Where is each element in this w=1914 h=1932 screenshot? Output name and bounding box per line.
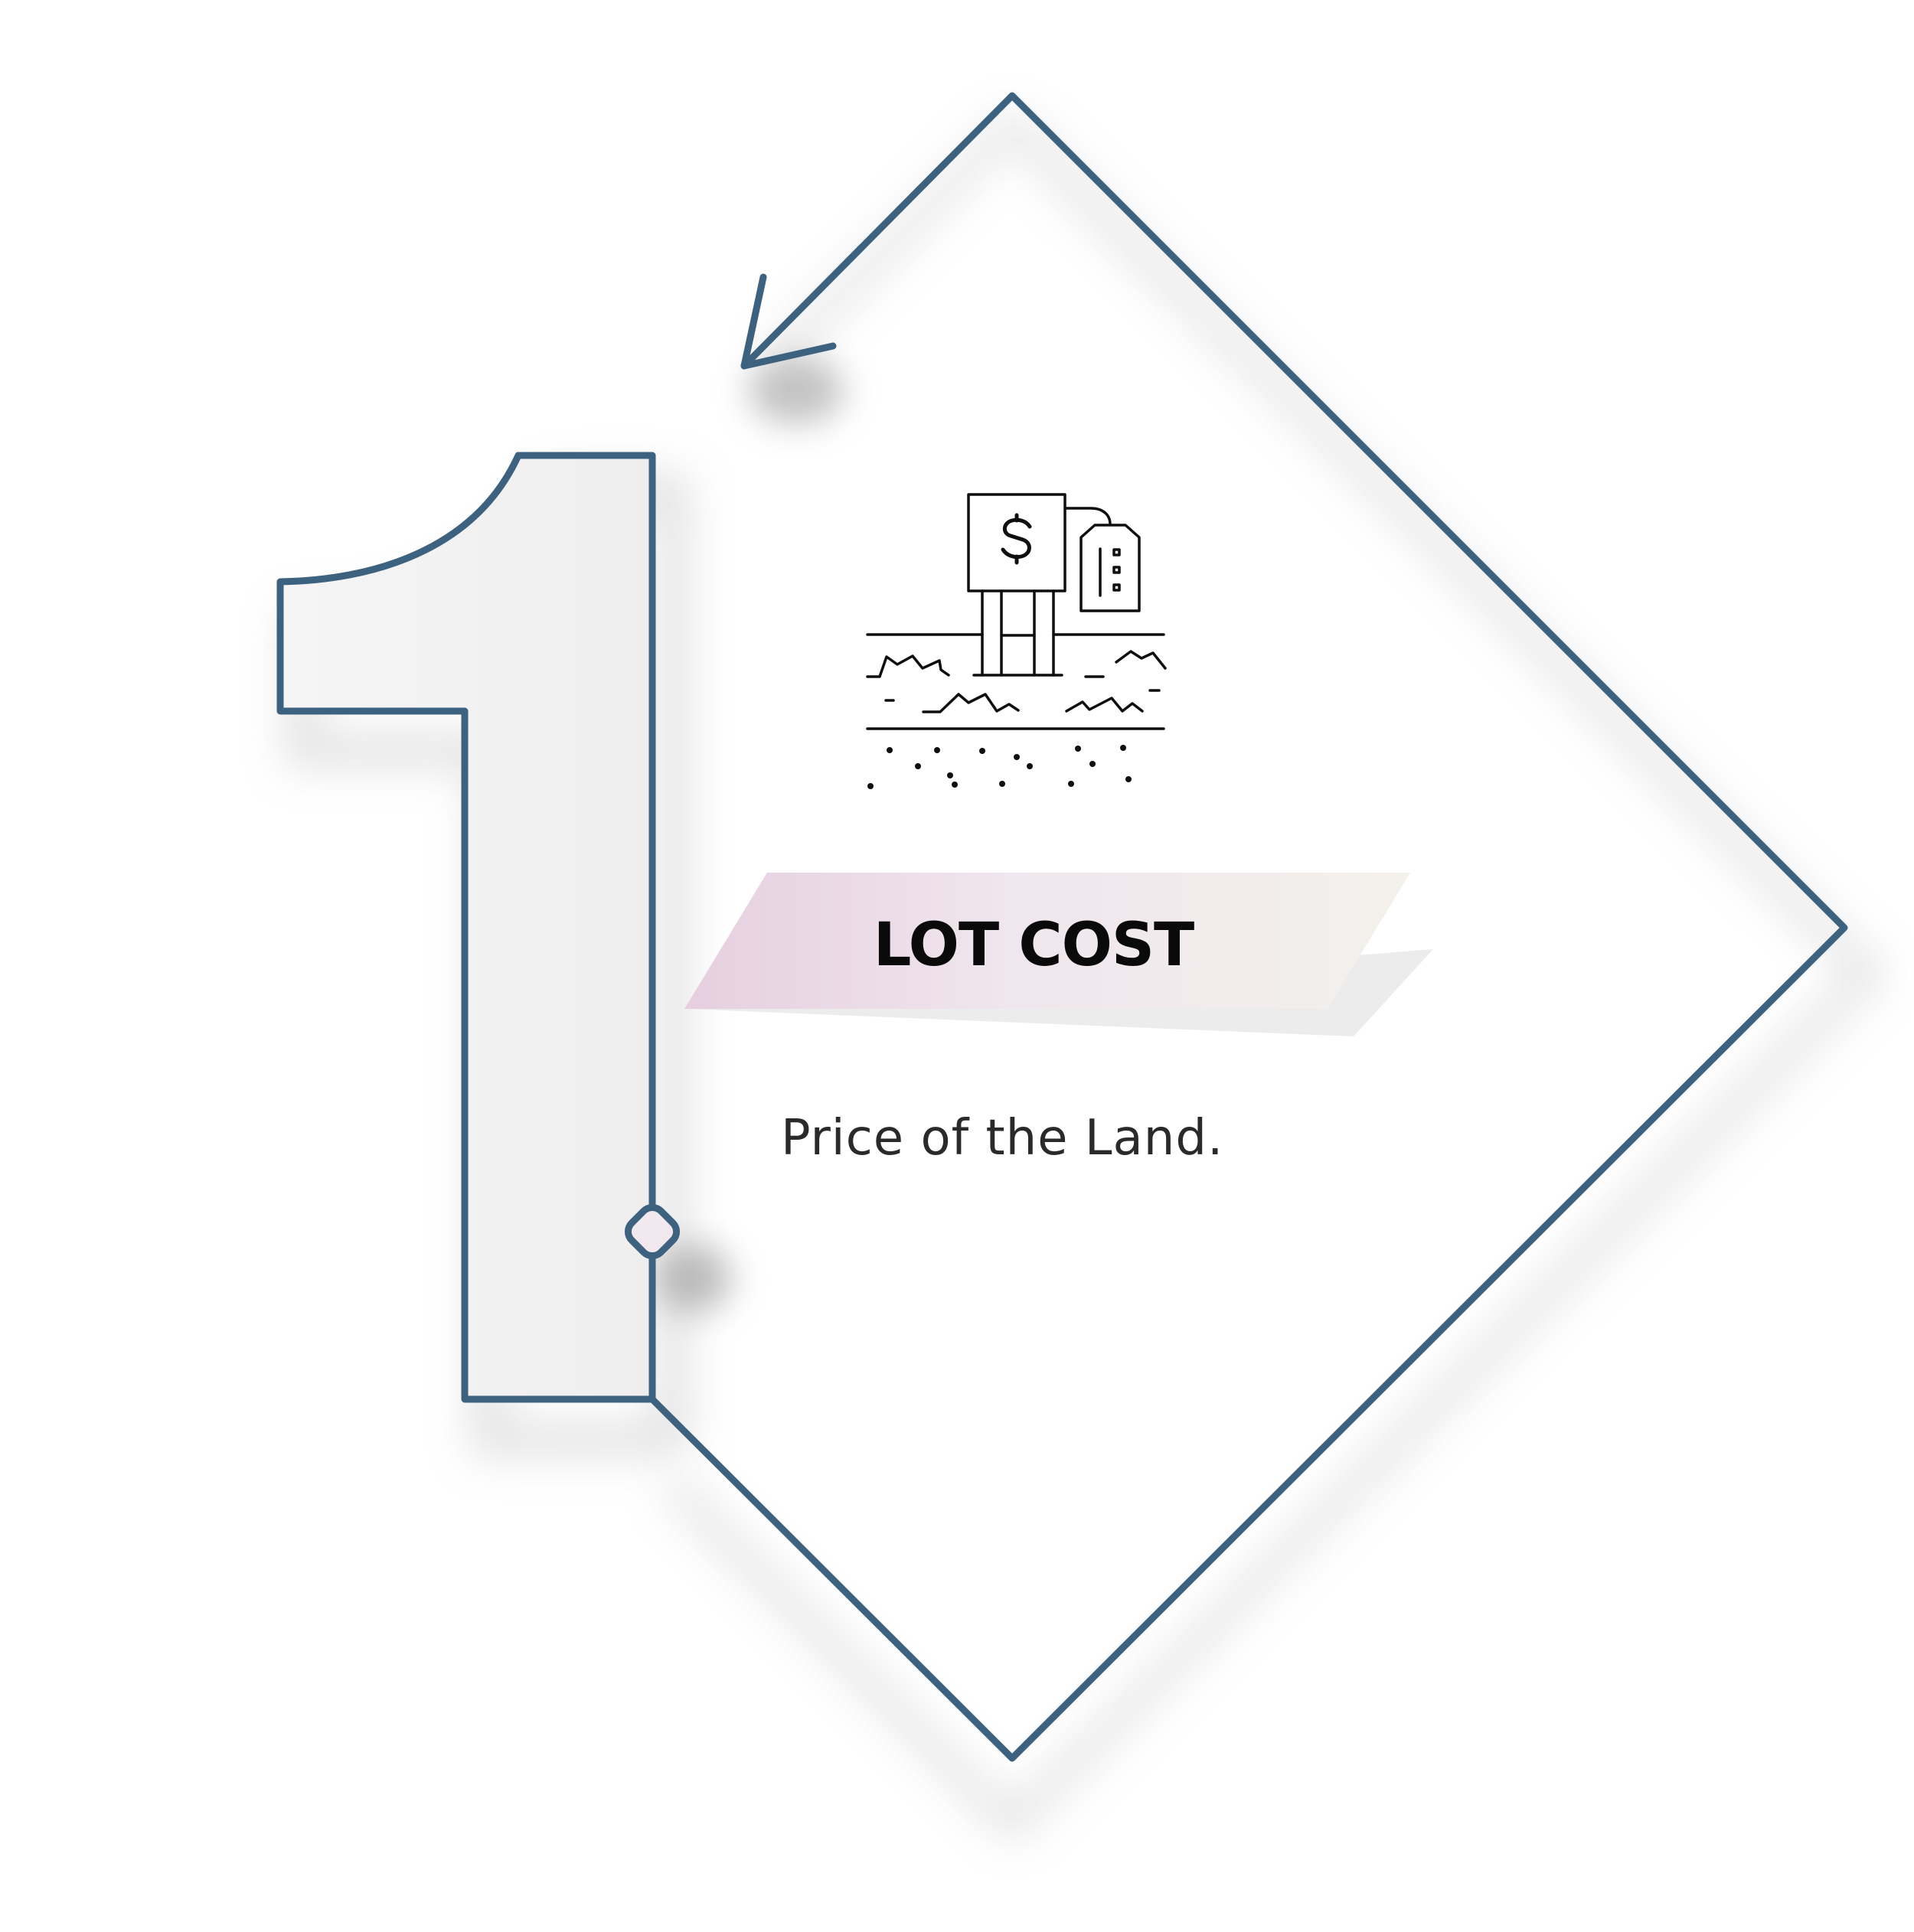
return-arrow-line: [648, 92, 1848, 1762]
arrow-head: [740, 273, 837, 370]
connector-node: [624, 1203, 681, 1260]
arrow-tip-shadow: [749, 357, 844, 424]
step-description: Price of the Land.: [781, 1110, 1224, 1167]
node-shadow: [655, 1245, 732, 1312]
number-one-outline: [276, 452, 656, 1403]
land-price-sign-icon: [866, 493, 1167, 730]
step-title: LOT COST: [873, 911, 1195, 980]
title-banner: [684, 873, 1410, 1009]
soil-dots: [867, 745, 1132, 789]
